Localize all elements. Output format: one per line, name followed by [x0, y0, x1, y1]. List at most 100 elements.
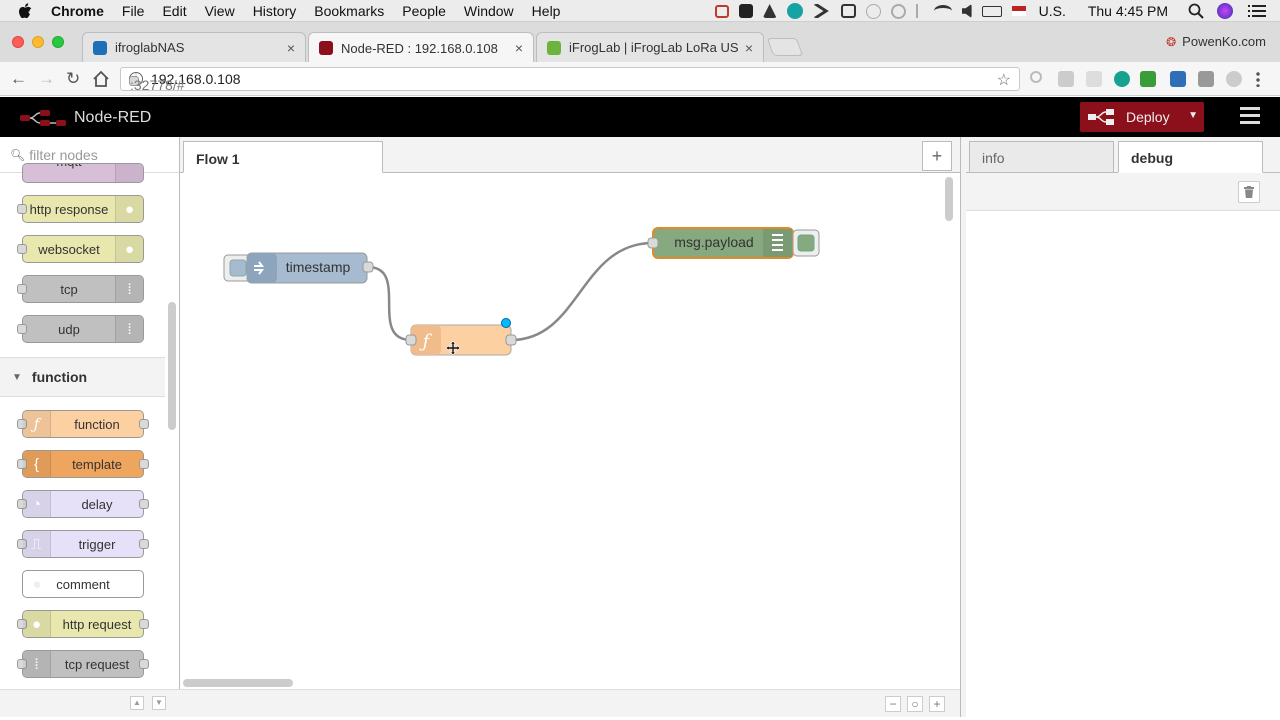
output-port[interactable]: [139, 619, 149, 629]
time-machine-icon[interactable]: [890, 3, 906, 19]
drive-extension-icon[interactable]: [1226, 71, 1242, 87]
input-port[interactable]: [17, 419, 27, 429]
flow-node-function[interactable]: ƒ: [405, 318, 517, 356]
drive-icon[interactable]: [762, 4, 777, 18]
zoom-reset-button[interactable]: ○: [907, 696, 923, 712]
bluetooth-icon[interactable]: [915, 4, 924, 18]
zoom-in-button[interactable]: +: [929, 696, 945, 712]
collapse-all-button[interactable]: ▲: [130, 696, 144, 710]
output-port[interactable]: [139, 539, 149, 549]
new-tab-button[interactable]: [766, 38, 804, 56]
palette-node-http-response[interactable]: http response ●: [17, 195, 144, 223]
menu-bookmarks[interactable]: Bookmarks: [314, 2, 385, 19]
menu-edit[interactable]: Edit: [162, 2, 187, 19]
chrome-menu-icon[interactable]: [1256, 71, 1260, 87]
input-port[interactable]: [17, 284, 27, 294]
tab-close-icon[interactable]: ×: [744, 39, 753, 56]
palette-node-websocket[interactable]: websocket ●: [17, 235, 144, 263]
input-source-label[interactable]: U.S.: [1038, 3, 1066, 19]
tab-flow-1[interactable]: Flow 1: [183, 141, 383, 173]
cloud-extension-icon[interactable]: [1170, 71, 1186, 87]
profile-button[interactable]: ❂ PowenKo.com: [1166, 34, 1266, 49]
palette-node-http-request[interactable]: ● http request: [17, 610, 149, 638]
menu-help[interactable]: Help: [531, 2, 561, 19]
menu-people[interactable]: People: [402, 2, 446, 19]
tab-debug[interactable]: debug: [1118, 141, 1263, 173]
search-extension-icon[interactable]: [1030, 71, 1042, 83]
sidebar-splitter[interactable]: [960, 137, 966, 717]
zoom-out-button[interactable]: −: [885, 696, 901, 712]
output-port[interactable]: [139, 659, 149, 669]
input-port[interactable]: [17, 659, 27, 669]
menu-window[interactable]: Window: [463, 2, 514, 19]
palette-node-udp[interactable]: udp ⦙: [17, 315, 144, 343]
deploy-button[interactable]: Deploy ▼: [1080, 102, 1204, 132]
palette-node-mqtt[interactable]: mqtt: [22, 163, 144, 183]
menu-view[interactable]: View: [204, 2, 235, 19]
browser-tab-ifroglab[interactable]: iFrogLab | iFrogLab LoRa USB ×: [536, 32, 764, 62]
tab-info[interactable]: info: [969, 141, 1114, 173]
translate-extension-icon[interactable]: [1198, 71, 1214, 87]
d-status-icon[interactable]: [865, 3, 881, 19]
window-zoom-button[interactable]: [52, 36, 64, 48]
menubar-clock[interactable]: Thu 4:45 PM: [1087, 3, 1168, 19]
apple-icon[interactable]: [18, 2, 32, 19]
tab-close-icon[interactable]: ×: [514, 40, 523, 56]
browser-tab-node-red[interactable]: Node-RED : 192.168.0.108 ×: [308, 32, 534, 63]
add-flow-button[interactable]: +: [922, 141, 952, 171]
back-icon[interactable]: ←: [10, 69, 27, 88]
input-port[interactable]: [17, 539, 27, 549]
battery-icon[interactable]: [981, 5, 1002, 17]
bookmark-star-icon[interactable]: ☆: [996, 72, 1011, 89]
input-port[interactable]: [17, 244, 27, 254]
dropbox-icon[interactable]: [738, 4, 753, 18]
palette-scrollbar[interactable]: [168, 302, 176, 430]
flow-canvas[interactable]: timestamp ƒ msg.payload: [180, 173, 942, 673]
window-minimize-button[interactable]: [32, 36, 44, 48]
reload-icon[interactable]: ↻: [66, 69, 81, 88]
forward-icon[interactable]: →: [38, 69, 55, 88]
spotlight-icon[interactable]: [1188, 3, 1204, 19]
menu-file[interactable]: File: [121, 2, 145, 19]
palette-category-function[interactable]: ▼ function: [0, 357, 165, 397]
palette-node-template[interactable]: { template: [17, 450, 149, 478]
input-port[interactable]: [17, 619, 27, 629]
input-port[interactable]: [17, 459, 27, 469]
workspace-vertical-scrollbar[interactable]: [945, 177, 953, 221]
menu-chrome[interactable]: Chrome: [51, 2, 104, 19]
puzzle-extension-icon[interactable]: [1086, 71, 1102, 87]
output-port[interactable]: [139, 499, 149, 509]
calendar-status-icon[interactable]: [714, 4, 729, 18]
palette-node-trigger[interactable]: ⎍ trigger: [17, 530, 149, 558]
input-port[interactable]: [17, 324, 27, 334]
input-port[interactable]: [17, 204, 27, 214]
flow-node-debug[interactable]: msg.payload: [647, 227, 820, 259]
wifi-icon[interactable]: [933, 5, 952, 17]
workspace-horizontal-scrollbar[interactable]: [183, 679, 293, 687]
off-extension-icon[interactable]: [1058, 71, 1074, 87]
home-icon[interactable]: [92, 70, 110, 88]
new-extension-icon[interactable]: [1140, 71, 1156, 87]
flow-node-inject[interactable]: timestamp: [223, 252, 374, 284]
volume-icon[interactable]: [961, 4, 972, 18]
address-bar[interactable]: i 192.168.0.108:32778/# ☆: [120, 67, 1020, 93]
output-port[interactable]: [139, 419, 149, 429]
output-port[interactable]: [139, 459, 149, 469]
siri-icon[interactable]: [1217, 3, 1233, 19]
input-port[interactable]: [17, 499, 27, 509]
window-close-button[interactable]: [12, 36, 24, 48]
clear-debug-button[interactable]: [1238, 181, 1260, 203]
grammarly-status-icon[interactable]: [786, 3, 803, 19]
palette-node-comment[interactable]: ● comment: [22, 570, 144, 598]
menu-history[interactable]: History: [252, 2, 297, 19]
expand-all-button[interactable]: ▼: [152, 696, 166, 710]
main-menu-button[interactable]: [1240, 107, 1260, 128]
notification-center-icon[interactable]: [1248, 4, 1266, 18]
tab-close-icon[interactable]: ×: [286, 39, 295, 56]
palette-node-tcp[interactable]: tcp ⦙: [17, 275, 144, 303]
palette-node-function[interactable]: ƒ function: [17, 410, 149, 438]
browser-tab-ifroglabnas[interactable]: ifroglabNAS ×: [82, 32, 306, 62]
forward-status-icon[interactable]: [812, 4, 829, 18]
flag-icon[interactable]: [1011, 6, 1026, 16]
palette-node-delay[interactable]: ◔ delay: [17, 490, 149, 518]
